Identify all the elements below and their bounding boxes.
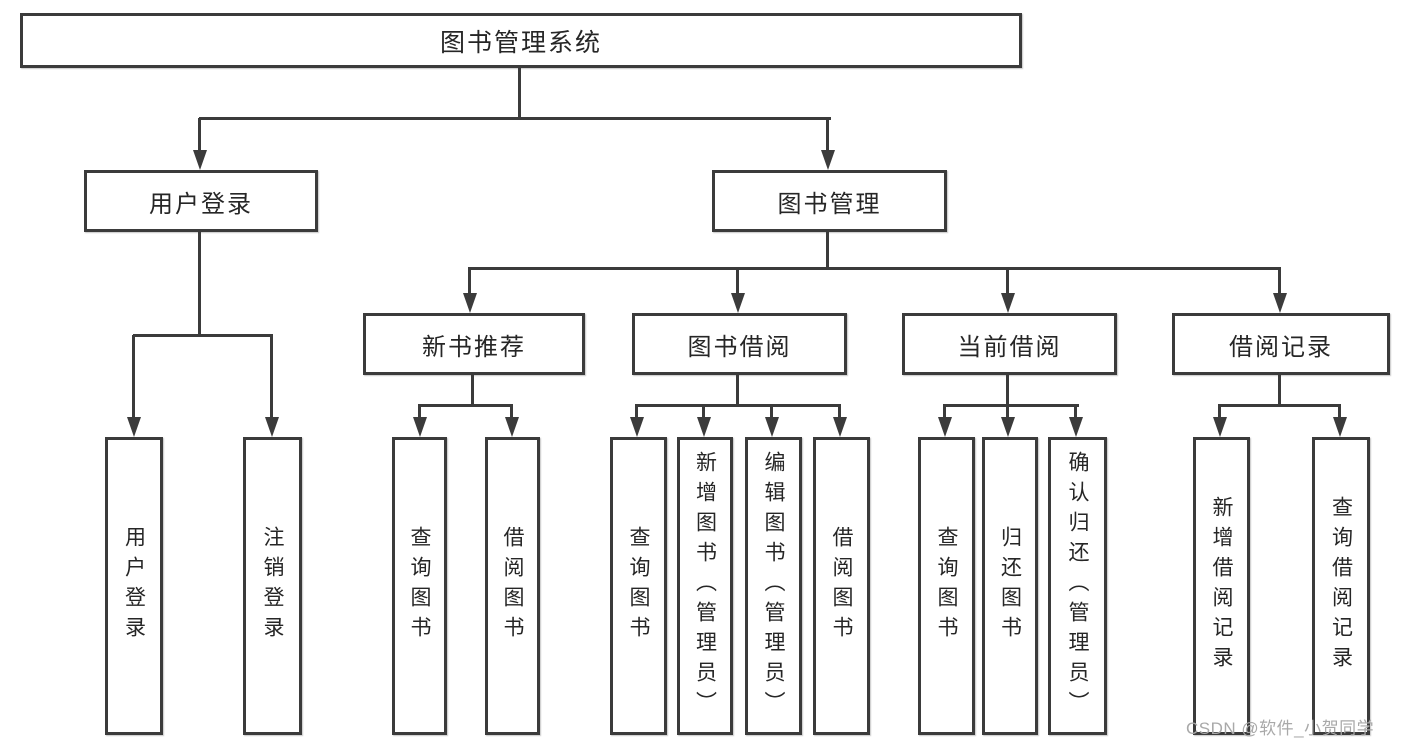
arrowhead — [1213, 417, 1227, 437]
connector — [826, 232, 829, 268]
connector — [943, 405, 946, 418]
arrowhead — [938, 417, 952, 437]
node-label: 借阅记录 — [1229, 333, 1333, 361]
node-label: 图书管理系统 — [439, 28, 602, 57]
leaf-label: 借阅图书 — [830, 526, 853, 646]
leaf-add-book-admin: 新增图书（管理员） — [677, 437, 733, 735]
arrowhead — [1333, 417, 1347, 437]
node-user-login: 用户登录 — [84, 170, 318, 232]
connector — [1278, 375, 1281, 405]
leaf-label: 编辑图书（管理员） — [762, 451, 785, 721]
arrowhead — [463, 293, 477, 313]
connector — [510, 405, 513, 418]
leaf-query-borrow-record: 查询借阅记录 — [1312, 437, 1370, 735]
connector — [736, 375, 739, 405]
node-book-management: 图书管理 — [712, 170, 947, 232]
connector — [468, 268, 471, 295]
leaf-label: 查询图书 — [627, 526, 650, 646]
connector — [418, 405, 421, 418]
connector — [635, 404, 841, 407]
node-library-system: 图书管理系统 — [20, 13, 1022, 68]
arrowhead — [731, 293, 745, 313]
arrowhead — [765, 417, 779, 437]
connector — [468, 267, 1281, 270]
connector — [199, 117, 831, 120]
leaf-query-books-current: 查询图书 — [918, 437, 975, 735]
leaf-label: 查询图书 — [935, 526, 958, 646]
leaf-label: 新增借阅记录 — [1210, 496, 1233, 676]
leaf-confirm-return-admin: 确认归还（管理员） — [1048, 437, 1107, 735]
connector — [826, 118, 829, 152]
leaf-label: 归还图书 — [998, 526, 1022, 646]
arrowhead — [505, 417, 519, 437]
arrowhead — [193, 150, 207, 170]
connector — [702, 405, 705, 418]
leaf-label: 注销登录 — [261, 526, 284, 646]
connector — [198, 118, 201, 152]
leaf-label: 查询图书 — [408, 526, 431, 646]
node-label: 当前借阅 — [957, 333, 1062, 361]
arrowhead — [833, 417, 847, 437]
connector — [1278, 268, 1281, 295]
connector — [518, 68, 521, 118]
leaf-query-books-borrow: 查询图书 — [610, 437, 667, 735]
leaf-add-borrow-record: 新增借阅记录 — [1193, 437, 1250, 735]
leaf-label: 查询借阅记录 — [1329, 496, 1353, 676]
leaf-label: 新增图书（管理员） — [693, 451, 717, 721]
leaf-label: 借阅图书 — [501, 526, 524, 646]
connector — [1218, 404, 1341, 407]
arrowhead — [1001, 417, 1015, 437]
leaf-edit-book-admin: 编辑图书（管理员） — [745, 437, 802, 735]
arrowhead — [697, 417, 711, 437]
leaf-borrow-books: 借阅图书 — [813, 437, 870, 735]
arrowhead — [265, 417, 279, 437]
connector — [198, 232, 201, 335]
node-new-book-recommend: 新书推荐 — [363, 313, 585, 375]
connector — [1338, 405, 1341, 418]
connector — [770, 405, 773, 418]
connector — [838, 405, 841, 418]
connector — [1006, 268, 1009, 295]
connector — [418, 404, 513, 407]
connector — [133, 334, 273, 337]
node-book-borrow: 图书借阅 — [632, 313, 847, 375]
arrowhead — [821, 150, 835, 170]
node-label: 新书推荐 — [422, 333, 526, 361]
connector — [270, 335, 273, 418]
leaf-return-book: 归还图书 — [982, 437, 1038, 735]
arrowhead — [1273, 293, 1287, 313]
connector — [132, 335, 135, 418]
connector — [736, 268, 739, 295]
connector — [635, 405, 638, 418]
leaf-borrow-books-recommend: 借阅图书 — [485, 437, 540, 735]
leaf-user-login: 用户登录 — [105, 437, 163, 735]
connector — [1006, 405, 1009, 418]
arrowhead — [127, 417, 141, 437]
connector — [1006, 375, 1009, 405]
node-borrow-records: 借阅记录 — [1172, 313, 1390, 375]
node-label: 用户登录 — [149, 190, 253, 218]
leaf-query-books-recommend: 查询图书 — [392, 437, 447, 735]
connector — [471, 375, 474, 405]
watermark: CSDN @软件_小贺同学 — [1186, 719, 1375, 738]
connector — [1218, 405, 1221, 418]
arrowhead — [413, 417, 427, 437]
arrowhead — [1001, 293, 1015, 313]
leaf-label: 确认归还（管理员） — [1066, 451, 1089, 721]
arrowhead — [630, 417, 644, 437]
node-label: 图书借阅 — [687, 333, 792, 361]
leaf-logout: 注销登录 — [243, 437, 302, 735]
leaf-label: 用户登录 — [122, 526, 146, 646]
connector — [1074, 405, 1077, 418]
node-current-borrow: 当前借阅 — [902, 313, 1117, 375]
node-label: 图书管理 — [777, 190, 882, 218]
connector — [943, 404, 1079, 407]
arrowhead — [1069, 417, 1083, 437]
